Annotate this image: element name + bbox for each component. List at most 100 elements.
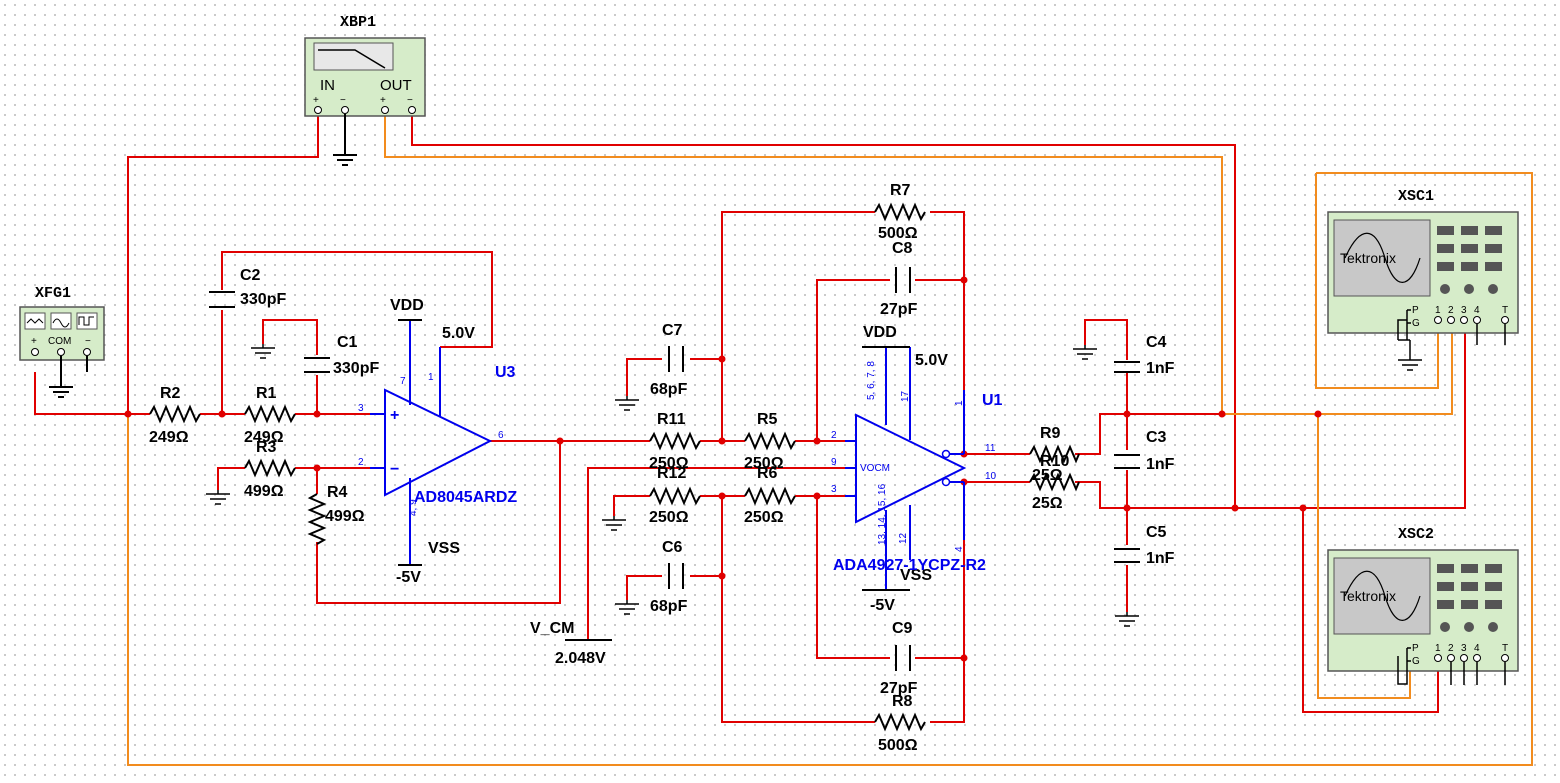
capacitor-c5[interactable]: C5 1nF <box>1114 524 1175 567</box>
u3-part: AD8045ARDZ <box>414 489 517 506</box>
c5-ref: C5 <box>1146 524 1167 541</box>
r7-value: 500Ω <box>878 225 918 242</box>
xfg1-title: XFG1 <box>35 285 71 302</box>
wire-network-red <box>34 115 1466 723</box>
capacitor-c8[interactable]: C8 27pF <box>880 240 918 318</box>
u1-vdd-label: VDD <box>863 324 897 341</box>
svg-text:T: T <box>1502 305 1508 316</box>
c3-ref: C3 <box>1146 429 1167 446</box>
u1-vdd-value: 5.0V <box>915 352 948 369</box>
r2-value: 249Ω <box>149 429 189 446</box>
svg-text:10: 10 <box>985 471 997 482</box>
svg-text:−: − <box>407 95 413 106</box>
capacitor-c1[interactable]: C1 330pF <box>304 334 379 377</box>
function-generator-xfg1[interactable]: XFG1 + COM − <box>19 285 105 361</box>
capacitor-c2[interactable]: C2 330pF <box>209 267 286 308</box>
capacitor-c3[interactable]: C3 1nF <box>1114 429 1175 473</box>
opamp-u1[interactable]: 2 9 3 11 10 5, 6, 7, 8 17 1 13, 14, 15, … <box>831 324 1003 614</box>
capacitor-c9[interactable]: C9 27pF <box>880 620 918 697</box>
svg-text:+: + <box>31 336 37 347</box>
resistor-r12[interactable]: R12 250Ω <box>649 465 701 526</box>
capacitor-c4[interactable]: C4 1nF <box>1114 334 1175 377</box>
svg-text:1: 1 <box>1435 643 1441 654</box>
c5-value: 1nF <box>1146 550 1175 567</box>
resistor-r5[interactable]: R5 250Ω <box>744 411 796 472</box>
svg-text:1: 1 <box>1435 305 1441 316</box>
c6-value: 68pF <box>650 598 688 615</box>
svg-text:VOCM: VOCM <box>860 463 890 474</box>
r2-ref: R2 <box>160 385 181 402</box>
svg-text:P: P <box>1412 643 1419 654</box>
r12-value: 250Ω <box>649 509 689 526</box>
c4-ref: C4 <box>1146 334 1167 351</box>
resistor-r10[interactable]: R10 25Ω <box>1029 453 1080 512</box>
r11-ref: R11 <box>657 411 686 428</box>
r9-ref: R9 <box>1040 425 1061 442</box>
c9-ref: C9 <box>892 620 913 637</box>
xbp1-out-label: OUT <box>380 77 412 94</box>
capacitor-c6[interactable]: C6 68pF <box>650 539 688 615</box>
r8-value: 500Ω <box>878 737 918 754</box>
svg-text:−: − <box>85 336 91 347</box>
r5-value: 250Ω <box>744 455 784 472</box>
svg-text:2: 2 <box>1448 305 1454 316</box>
svg-text:4: 4 <box>1474 643 1480 654</box>
svg-text:1: 1 <box>428 372 434 383</box>
capacitor-c7[interactable]: C7 68pF <box>650 322 688 398</box>
c8-ref: C8 <box>892 240 913 257</box>
resistor-r8[interactable]: R8 500Ω <box>874 693 926 754</box>
u3-vdd-label: VDD <box>390 297 424 314</box>
xsc1-title: XSC1 <box>1398 188 1434 205</box>
oscilloscope-xsc2[interactable]: XSC2 Tektronix P G 1 2 3 4 T <box>1327 526 1519 685</box>
svg-text:−: − <box>340 95 346 106</box>
r6-value: 250Ω <box>744 509 784 526</box>
resistor-r4[interactable]: R4 499Ω <box>307 484 365 545</box>
r6-ref: R6 <box>757 465 778 482</box>
svg-text:+: + <box>390 407 399 424</box>
svg-text:3: 3 <box>358 403 364 414</box>
c7-value: 68pF <box>650 381 688 398</box>
opamp-u3[interactable]: + − 3 2 6 7 1 4, 9 VDD 5.0V VSS -5V U3 A… <box>358 297 517 586</box>
resistor-r11[interactable]: R11 250Ω <box>649 411 701 472</box>
resistor-r6[interactable]: R6 250Ω <box>744 465 796 526</box>
u3-vdd-value: 5.0V <box>442 325 475 342</box>
r4-ref: R4 <box>327 484 348 501</box>
svg-text:+: + <box>380 95 386 106</box>
r3-value: 499Ω <box>244 483 284 500</box>
r8-ref: R8 <box>892 693 913 710</box>
svg-text:9: 9 <box>831 457 837 468</box>
u1-vss-value: -5V <box>870 597 895 614</box>
vcm-source[interactable]: V_CM 2.048V <box>530 620 612 667</box>
svg-text:−: − <box>390 461 399 478</box>
oscilloscope-xsc1[interactable]: XSC1 Tektronix P G 1 2 3 4 T <box>1327 188 1519 345</box>
xfg1-ground-wires <box>49 356 88 398</box>
bode-plotter-xbp1[interactable]: XBP1 IN OUT + − + − <box>304 14 426 117</box>
r7-ref: R7 <box>890 182 911 199</box>
c6-ref: C6 <box>662 539 683 556</box>
c1-ref: C1 <box>337 334 358 351</box>
resistor-r7[interactable]: R7 500Ω <box>874 182 926 242</box>
resistor-r1[interactable]: R1 249Ω <box>244 385 296 446</box>
r4-value: 499Ω <box>325 508 365 525</box>
u1-part: ADA4927-1YCPZ-R2 <box>833 557 986 574</box>
svg-text:4, 9: 4, 9 <box>408 499 419 516</box>
c7-ref: C7 <box>662 322 683 339</box>
u1-ref: U1 <box>982 392 1003 409</box>
r3-ref: R3 <box>256 439 277 456</box>
resistor-r2[interactable]: R2 249Ω <box>149 385 201 446</box>
svg-text:12: 12 <box>898 532 909 544</box>
xsc1-brand: Tektronix <box>1340 250 1396 266</box>
xbp1-title: XBP1 <box>340 14 376 31</box>
resistor-r3[interactable]: R3 499Ω <box>244 439 296 500</box>
svg-text:6: 6 <box>498 430 504 441</box>
vcm-value: 2.048V <box>555 650 606 667</box>
svg-text:3: 3 <box>1461 305 1467 316</box>
ground-symbols <box>206 340 1422 627</box>
svg-text:17: 17 <box>900 390 911 402</box>
xsc2-title: XSC2 <box>1398 526 1434 543</box>
svg-text:7: 7 <box>400 376 406 387</box>
svg-text:COM: COM <box>48 336 71 347</box>
vcm-label: V_CM <box>530 620 574 637</box>
u3-ref: U3 <box>495 364 516 381</box>
r1-value: 249Ω <box>244 429 284 446</box>
